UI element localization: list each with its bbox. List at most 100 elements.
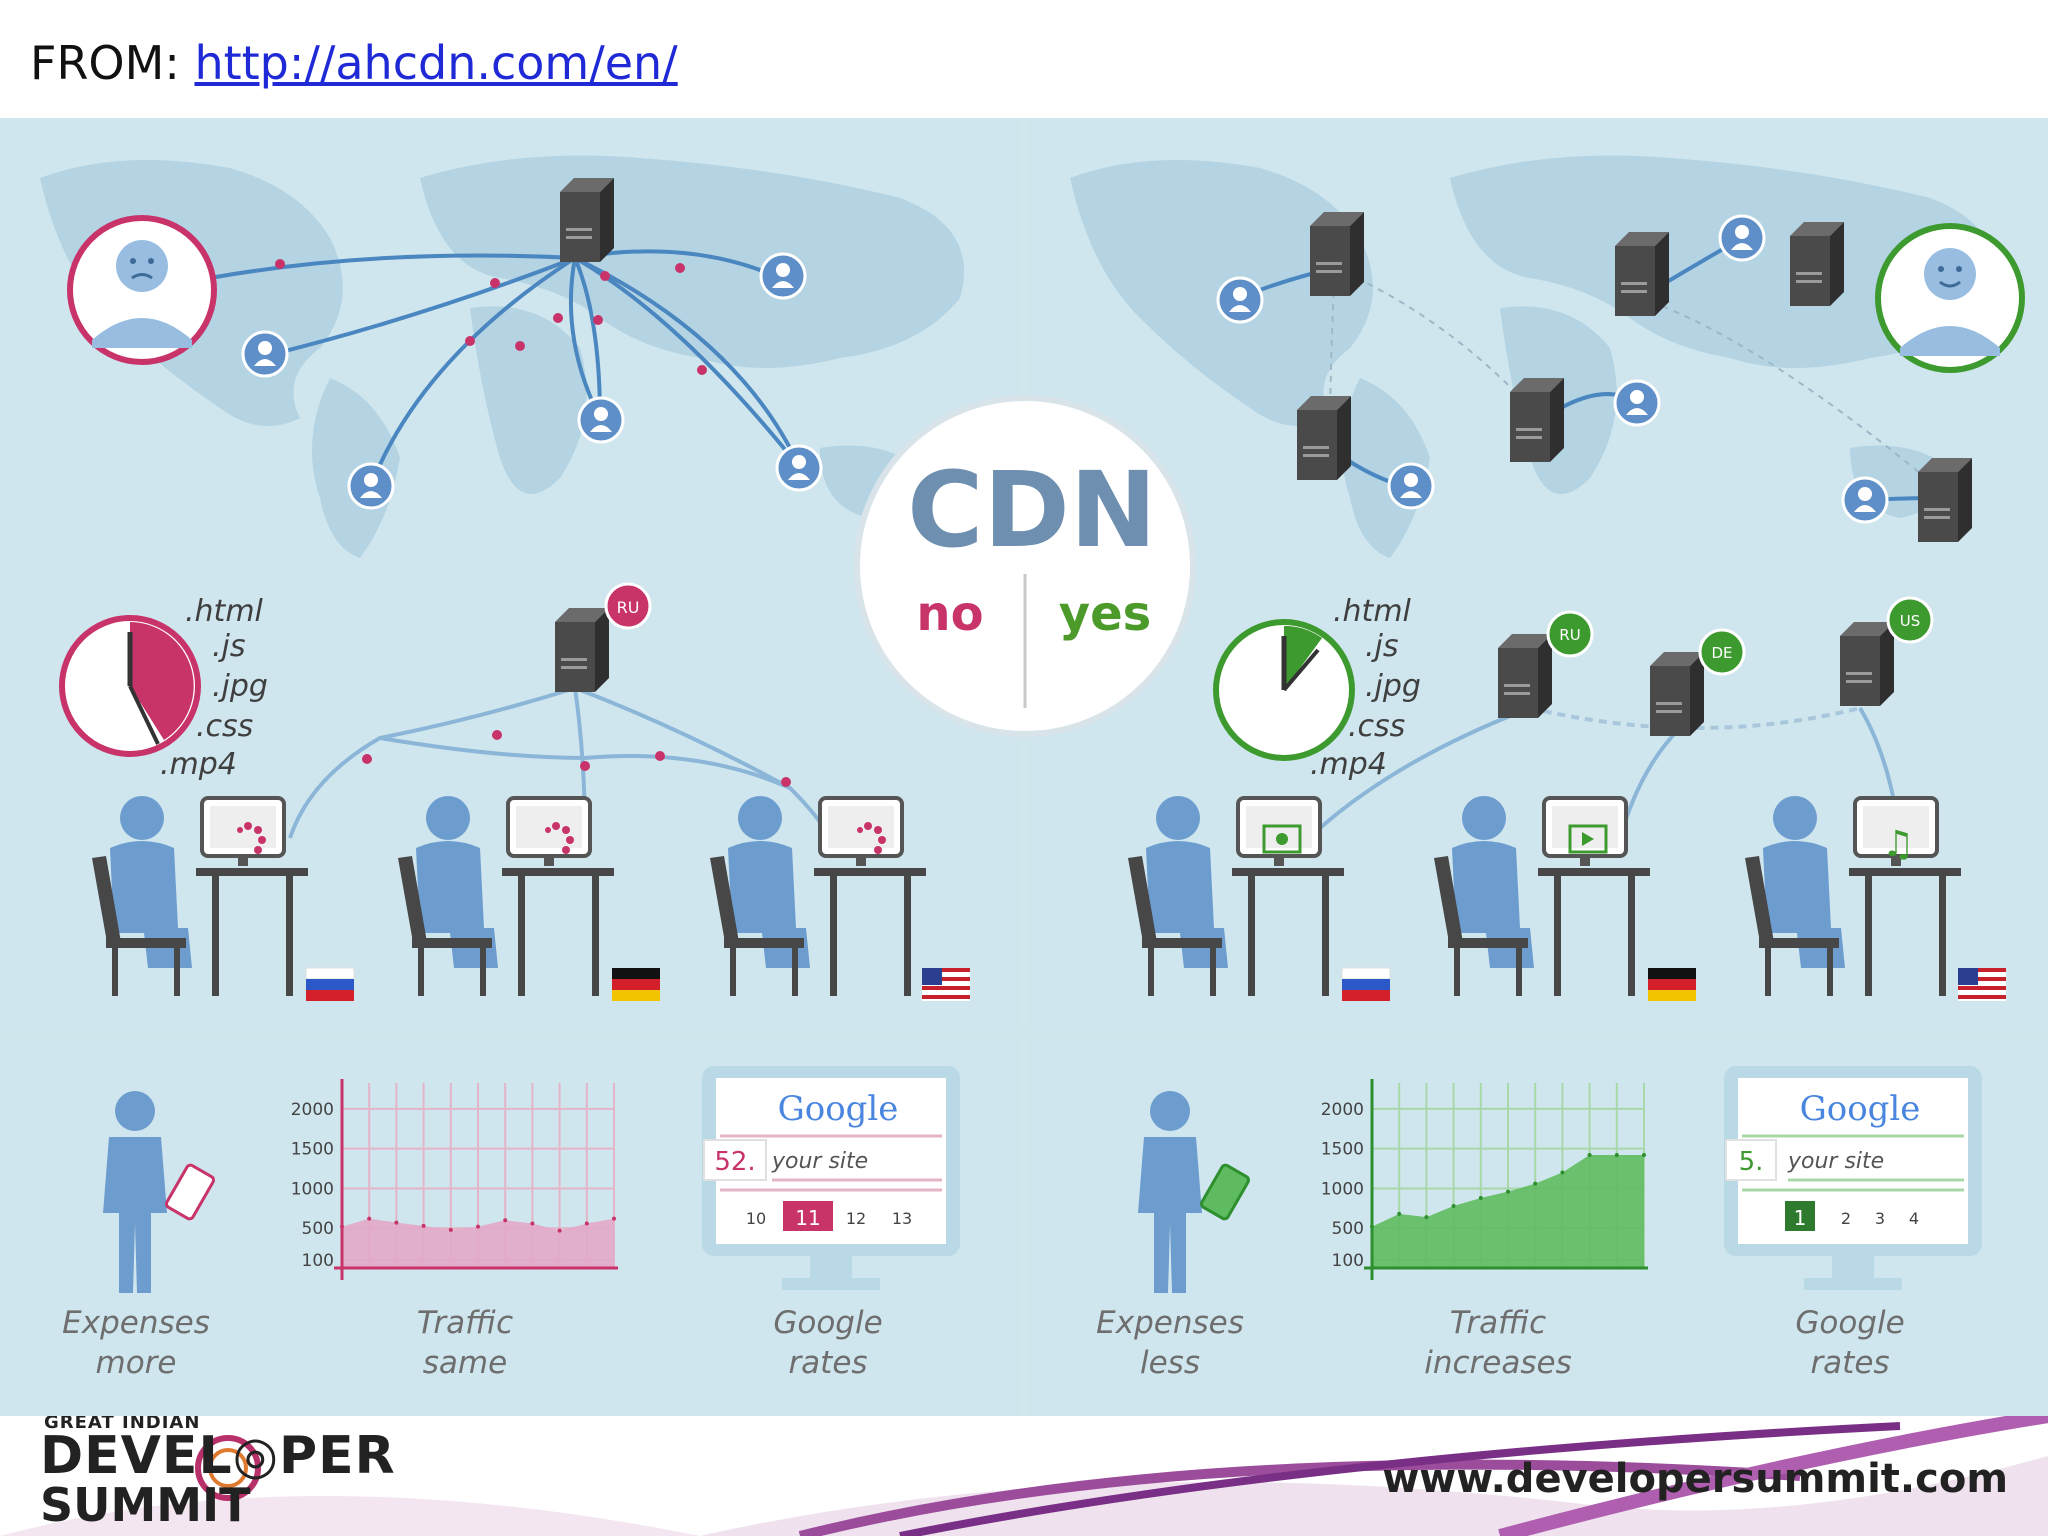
user-pin-right-5	[1841, 476, 1889, 524]
traffic-label-right-2: increases	[1424, 1345, 1572, 1381]
y-tick-label: 1500	[1321, 1140, 1364, 1160]
google-label-right-1: Google	[1795, 1305, 1904, 1341]
cdn-yes-label: yes	[1059, 586, 1151, 642]
loading-spinners	[237, 822, 886, 854]
google-label-right-2: rates	[1810, 1345, 1889, 1381]
user-pin-left-5	[775, 444, 823, 492]
rank-left: 52.	[714, 1147, 755, 1177]
logo-main-text: DEVEL◎PER	[40, 1426, 396, 1486]
money-icon-right	[1199, 1163, 1251, 1221]
cdn-title: CDN	[907, 449, 1157, 571]
server-badge-ru-left: RU	[604, 582, 652, 630]
screen-content-icons: ♫	[1262, 824, 1914, 865]
svg-text:RU: RU	[1559, 626, 1580, 644]
traffic-label-left-1: Traffic	[417, 1305, 513, 1341]
data-point	[448, 1227, 453, 1232]
origin-server-ru	[555, 608, 609, 692]
google-monitor-left: Google 52. your site 10 11 12 13	[702, 1066, 960, 1290]
expenses-label-left-2: more	[96, 1345, 177, 1381]
data-point	[476, 1224, 480, 1229]
source-line: FROM: http://ahcdn.com/en/	[30, 36, 678, 90]
page-13: 13	[892, 1209, 912, 1228]
edge-server-africa	[1510, 378, 1564, 462]
user-pin-right-3	[1613, 379, 1661, 427]
svg-text:.mp4: .mp4	[1310, 747, 1387, 782]
y-tick-label: 500	[1332, 1219, 1364, 1239]
page-4: 4	[1909, 1209, 1919, 1228]
infographic-drawing: CDN no yes .html .js .jpg .css .mp4	[40, 155, 2025, 1381]
y-tick-label: 100	[302, 1251, 334, 1271]
person-expenses-left	[103, 1091, 167, 1293]
y-tick-label: 1000	[1321, 1179, 1364, 1199]
flag-russia-right	[1341, 967, 1391, 1002]
y-tick-label: 1500	[291, 1140, 334, 1160]
fast-worker-de	[1432, 794, 1652, 998]
source-link[interactable]: http://ahcdn.com/en/	[194, 36, 678, 90]
video-icon	[1568, 824, 1608, 854]
svg-text:.html: .html	[1333, 594, 1412, 629]
footer-banner: GREAT INDIAN DEVEL◎PER SUMMIT www.develo…	[0, 1416, 2048, 1536]
svg-text:DE: DE	[1711, 644, 1732, 662]
footer-swooshes	[0, 1416, 2048, 1536]
data-point	[1451, 1203, 1456, 1208]
cdn-no-label: no	[916, 586, 983, 642]
edge-server-de	[1650, 652, 1704, 736]
svg-text:.js: .js	[1365, 629, 1399, 664]
file-type-js: .js	[212, 629, 246, 664]
fast-worker-us	[1743, 794, 1963, 998]
data-point	[367, 1216, 372, 1221]
y-tick-label: 500	[302, 1219, 334, 1239]
file-type-mp4: .mp4	[160, 747, 237, 782]
image-icon	[1262, 824, 1302, 854]
data-point	[1478, 1196, 1483, 1200]
expenses-label-right-1: Expenses	[1096, 1305, 1244, 1341]
data-point	[1424, 1215, 1429, 1220]
user-pin-right-2	[1718, 214, 1766, 262]
google-monitor-right: Google 5. your site 1 2 3 4	[1724, 1066, 1982, 1290]
data-point	[557, 1228, 562, 1233]
page-11-current: 11	[795, 1206, 820, 1230]
edge-server-ru	[1498, 634, 1552, 718]
slow-worker-de	[396, 794, 616, 998]
logo-top-text: GREAT INDIAN	[44, 1416, 201, 1433]
data-point	[1560, 1170, 1565, 1175]
data-point	[1587, 1153, 1592, 1158]
data-point	[530, 1221, 535, 1226]
happy-user-avatar	[1875, 223, 2025, 373]
flag-germany-left	[612, 968, 660, 1001]
y-tick-label: 100	[1332, 1251, 1364, 1271]
logo-globe-icon	[195, 1435, 261, 1501]
google-label-left-1: Google	[773, 1305, 882, 1341]
world-map-left	[40, 155, 964, 558]
google-logo-right: Google	[1800, 1089, 1921, 1129]
edge-server-na	[1310, 212, 1364, 296]
y-tick-label: 2000	[1321, 1100, 1364, 1120]
file-types-right: .html .js .jpg .css .mp4	[1310, 594, 1421, 782]
traffic-label-right-1: Traffic	[1450, 1305, 1546, 1341]
traffic-chart-right: 2000 1500 1000 500 100	[1321, 1079, 1648, 1280]
traffic-label-left-2: same	[423, 1345, 507, 1381]
file-type-css: .css	[196, 709, 253, 744]
data-point	[584, 1221, 589, 1226]
logo-sub-text: SUMMIT	[40, 1478, 251, 1532]
y-tick-label: 1000	[291, 1179, 334, 1199]
from-label: FROM:	[30, 36, 180, 90]
data-point	[503, 1218, 508, 1223]
slow-worker-ru	[90, 794, 310, 998]
server-badge-de-right: DE	[1698, 628, 1746, 676]
sad-user-avatar	[67, 215, 217, 365]
edge-server-au	[1918, 458, 1972, 542]
file-type-html: .html	[185, 594, 264, 629]
expenses-label-right-2: less	[1140, 1345, 1200, 1381]
svg-text:.jpg: .jpg	[1365, 669, 1421, 704]
person-expenses-right	[1138, 1091, 1202, 1293]
file-type-jpg: .jpg	[212, 669, 268, 704]
card-icon-left	[164, 1163, 216, 1221]
footer-url[interactable]: www.developersummit.com	[1382, 1456, 2008, 1502]
user-pin-right-1	[1216, 276, 1264, 324]
edge-server-sa	[1297, 396, 1351, 480]
network-nodes-left	[362, 730, 791, 787]
rank-right: 5.	[1739, 1147, 1764, 1177]
slow-worker-us	[708, 794, 928, 998]
